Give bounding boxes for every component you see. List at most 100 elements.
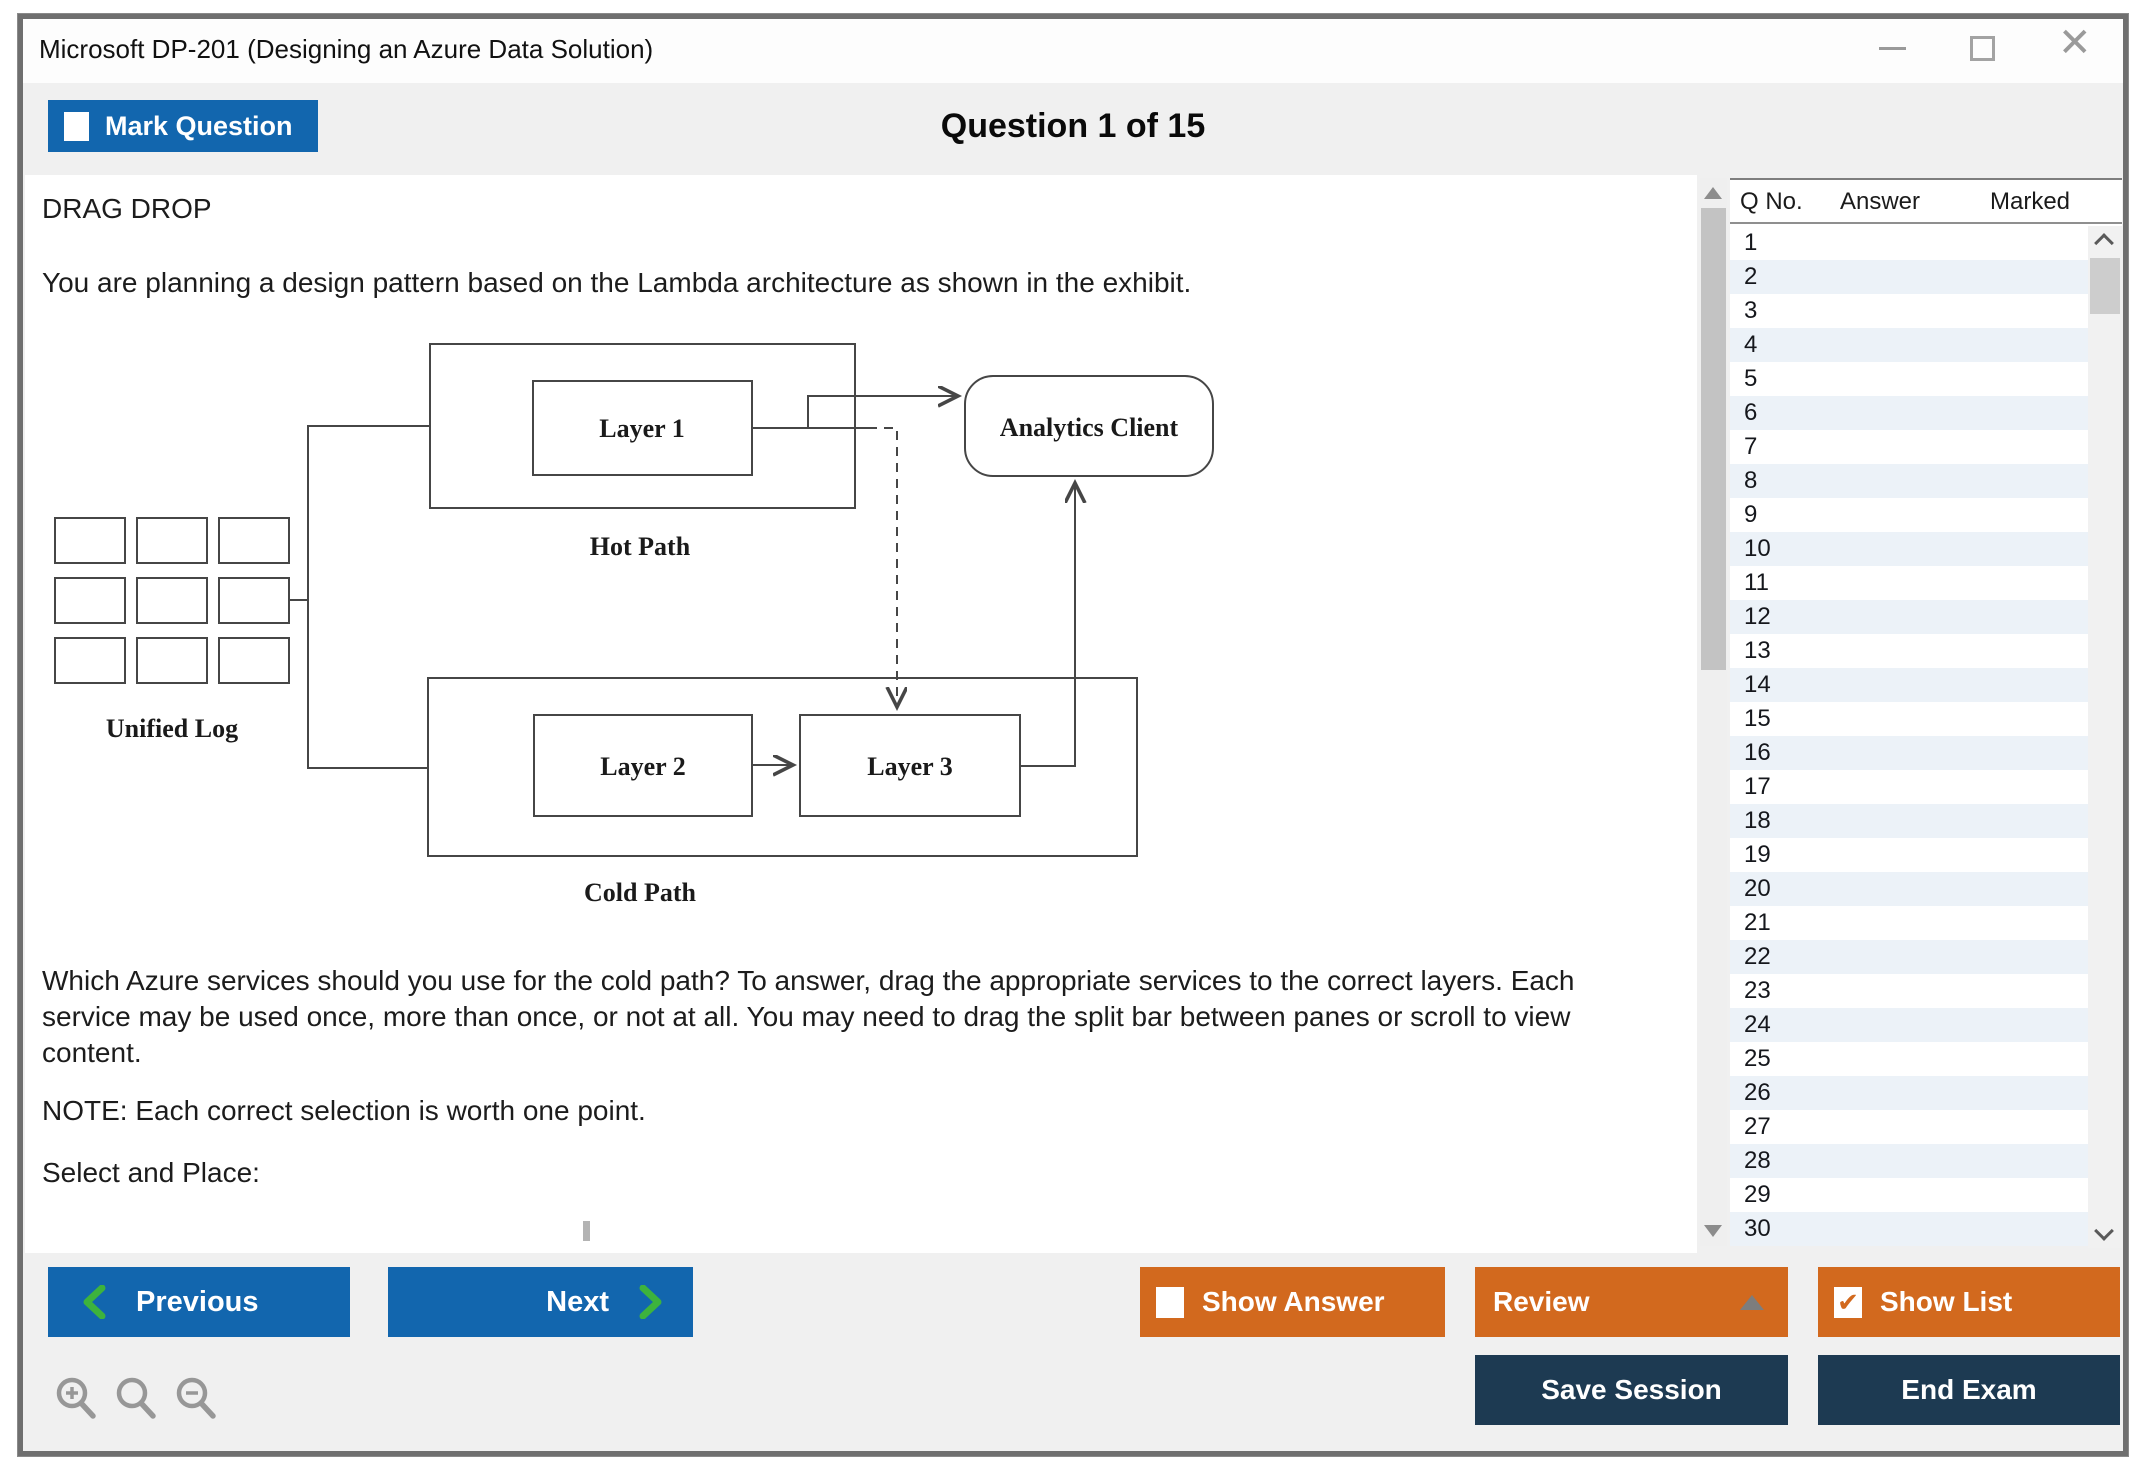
table-row[interactable]: 19 <box>1730 838 2088 872</box>
table-row[interactable]: 9 <box>1730 498 2088 532</box>
previous-label: Previous <box>136 1285 259 1318</box>
table-row[interactable]: 3 <box>1730 294 2088 328</box>
next-label: Next <box>546 1285 609 1318</box>
table-row[interactable]: 10 <box>1730 532 2088 566</box>
table-row[interactable]: 2 <box>1730 260 2088 294</box>
q-number: 7 <box>1744 433 1758 460</box>
zoom-reset-icon[interactable] <box>113 1375 159 1421</box>
q-number: 24 <box>1744 1011 1771 1038</box>
maximize-button[interactable] <box>1970 36 1995 61</box>
question-list-scrollbar[interactable] <box>2088 226 2122 1248</box>
show-answer-button[interactable]: Show Answer <box>1140 1267 1445 1337</box>
list-scroll-up-icon[interactable] <box>2094 233 2114 253</box>
table-row[interactable]: 21 <box>1730 906 2088 940</box>
q-number: 20 <box>1744 875 1771 902</box>
table-row[interactable]: 18 <box>1730 804 2088 838</box>
q-number: 28 <box>1744 1147 1771 1174</box>
q-number: 23 <box>1744 977 1771 1004</box>
table-row[interactable]: 13 <box>1730 634 2088 668</box>
q-number: 4 <box>1744 331 1758 358</box>
q-number: 21 <box>1744 909 1771 936</box>
analytics-client-label: Analytics Client <box>1000 413 1179 442</box>
column-answer: Answer <box>1839 188 1921 215</box>
end-exam-label: End Exam <box>1901 1374 2037 1405</box>
table-row[interactable]: 25 <box>1730 1042 2088 1076</box>
table-row[interactable]: 12 <box>1730 600 2088 634</box>
show-list-checkbox-icon[interactable]: ✔ <box>1834 1286 1862 1318</box>
hot-path-label: Hot Path <box>590 532 691 561</box>
show-list-button[interactable]: ✔ Show List <box>1818 1267 2120 1337</box>
table-row[interactable]: 27 <box>1730 1110 2088 1144</box>
review-button[interactable]: Review <box>1475 1267 1788 1337</box>
chevron-right-icon <box>639 1285 662 1319</box>
close-button[interactable]: ✕ <box>2058 21 2092 65</box>
hot-path-box <box>429 343 856 509</box>
q-number: 2 <box>1744 263 1758 290</box>
minimize-button[interactable] <box>1879 47 1906 50</box>
q-number: 27 <box>1744 1113 1771 1140</box>
mark-question-button[interactable]: Mark Question <box>48 100 318 152</box>
list-scroll-down-icon[interactable] <box>2094 1221 2114 1241</box>
q-number: 8 <box>1744 467 1758 494</box>
table-row[interactable]: 5 <box>1730 362 2088 396</box>
question-panel: DRAG DROP You are planning a design patt… <box>25 175 1697 1253</box>
show-answer-checkbox-icon[interactable] <box>1156 1286 1184 1318</box>
table-row[interactable]: 14 <box>1730 668 2088 702</box>
table-row[interactable]: 24 <box>1730 1008 2088 1042</box>
chevron-left-icon <box>83 1285 106 1319</box>
show-answer-label: Show Answer <box>1202 1286 1385 1317</box>
question-list-scrollbar-thumb[interactable] <box>2090 258 2120 314</box>
cold-path-label: Cold Path <box>584 878 697 907</box>
table-row[interactable]: 22 <box>1730 940 2088 974</box>
next-button[interactable]: Next <box>388 1267 693 1337</box>
table-row[interactable]: 26 <box>1730 1076 2088 1110</box>
content-scrollbar-thumb[interactable] <box>1701 208 1726 670</box>
save-session-button[interactable]: Save Session <box>1475 1355 1788 1425</box>
previous-button[interactable]: Previous <box>48 1267 350 1337</box>
q-number: 25 <box>1744 1045 1771 1072</box>
lambda-architecture-diagram: Layer 1 Hot Path Analytics Client Layer … <box>54 343 1214 907</box>
question-body-text: Which Azure services should you use for … <box>42 965 1575 1068</box>
table-row[interactable]: 7 <box>1730 430 2088 464</box>
table-row[interactable]: 28 <box>1730 1144 2088 1178</box>
table-row[interactable]: 20 <box>1730 872 2088 906</box>
q-number: 14 <box>1744 671 1771 698</box>
table-row[interactable]: 6 <box>1730 396 2088 430</box>
title-bar: Microsoft DP-201 (Designing an Azure Dat… <box>23 19 2123 83</box>
zoom-out-icon[interactable] <box>173 1375 219 1421</box>
window-title: Microsoft DP-201 (Designing an Azure Dat… <box>39 34 654 64</box>
table-row[interactable]: 16 <box>1730 736 2088 770</box>
cold-to-analytics-line <box>1020 483 1075 767</box>
q-number: 1 <box>1744 229 1758 256</box>
content-scrollbar[interactable] <box>1700 178 1727 1246</box>
dashed-speed-line <box>868 427 897 707</box>
cold-path-box <box>427 677 1138 857</box>
end-exam-button[interactable]: End Exam <box>1818 1355 2120 1425</box>
table-row[interactable]: 1 <box>1730 226 2088 260</box>
table-row[interactable]: 23 <box>1730 974 2088 1008</box>
scroll-up-arrow-icon[interactable] <box>1704 187 1722 199</box>
question-list-header: Q No. Answer Marked <box>1730 180 2122 224</box>
layer1-label: Layer 1 <box>599 414 684 443</box>
zoom-in-icon[interactable] <box>53 1375 99 1421</box>
q-number: 11 <box>1744 569 1769 596</box>
q-number: 30 <box>1744 1215 1771 1242</box>
analytics-client-box <box>964 375 1214 477</box>
question-type-label: DRAG DROP <box>42 193 212 224</box>
mark-question-checkbox-icon[interactable] <box>64 111 89 141</box>
scroll-down-arrow-icon[interactable] <box>1704 1225 1722 1237</box>
table-row[interactable]: 4 <box>1730 328 2088 362</box>
table-row[interactable]: 11 <box>1730 566 2088 600</box>
q-number: 13 <box>1744 637 1771 664</box>
split-bar-handle[interactable] <box>583 1221 590 1241</box>
table-row[interactable]: 8 <box>1730 464 2088 498</box>
table-row[interactable]: 17 <box>1730 770 2088 804</box>
table-row[interactable]: 29 <box>1730 1178 2088 1212</box>
question-intro-text: You are planning a design pattern based … <box>42 267 1192 298</box>
app-window: Microsoft DP-201 (Designing an Azure Dat… <box>18 14 2128 1456</box>
save-session-label: Save Session <box>1541 1374 1722 1405</box>
table-row[interactable]: 30 <box>1730 1212 2088 1246</box>
q-number: 6 <box>1744 399 1758 426</box>
table-row[interactable]: 15 <box>1730 702 2088 736</box>
